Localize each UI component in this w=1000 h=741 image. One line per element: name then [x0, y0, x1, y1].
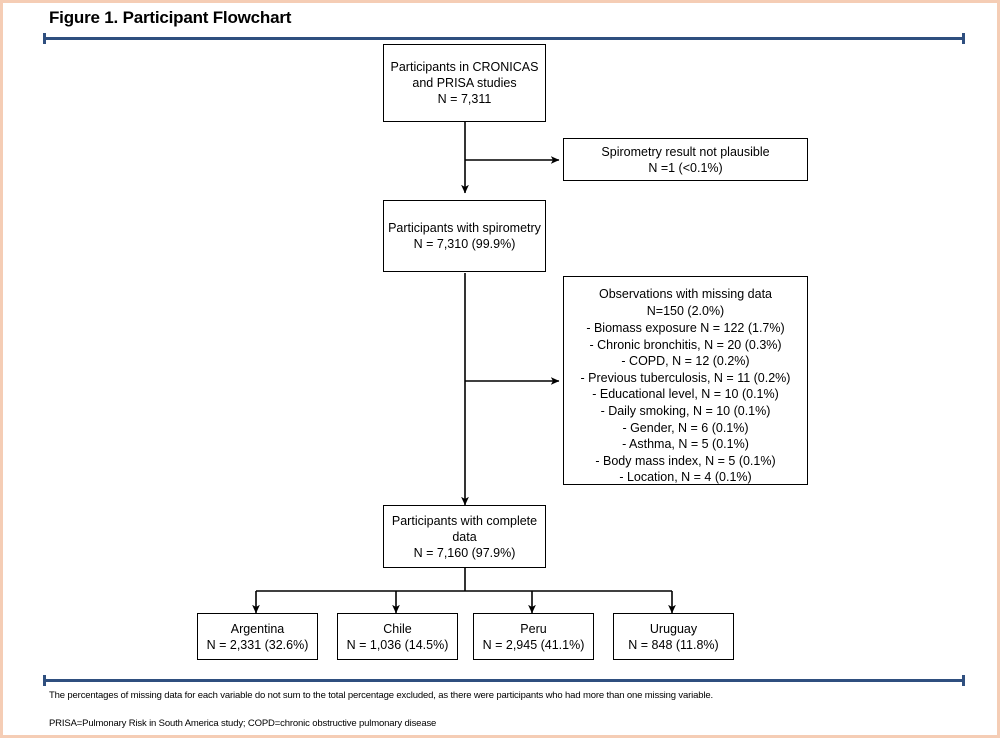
missing-data-item: - Biomass exposure N = 122 (1.7%)	[586, 321, 785, 335]
header-rule-left-cap	[43, 33, 46, 44]
header-rule-right-cap	[962, 33, 965, 44]
country-count-argentina: N = 2,331 (32.6%)	[206, 637, 309, 652]
country-name-argentina: Argentina	[230, 621, 285, 636]
participants-complete-data-line-1: Participants with complete	[391, 513, 538, 528]
header-rule	[43, 37, 965, 40]
country-box-argentina: Argentina N = 2,331 (32.6%)	[197, 613, 318, 660]
observations-missing-data-box: Observations with missing data N=150 (2.…	[563, 276, 808, 485]
country-name-peru: Peru	[520, 621, 547, 636]
missing-data-item: - Body mass index, N = 5 (0.1%)	[595, 453, 776, 468]
participants-with-spirometry-box: Participants with spirometry N = 7,310 (…	[383, 200, 546, 272]
participants-complete-data-box: Participants with complete data N = 7,16…	[383, 505, 546, 568]
spirometry-not-plausible-box: Spirometry result not plausible N =1 (<0…	[563, 138, 808, 181]
participants-source-line-2: and PRISA studies	[412, 76, 517, 90]
missing-data-item: - Daily smoking, N = 10 (0.1%)	[600, 403, 771, 418]
participants-source-box: Participants in CRONICAS and PRISA studi…	[383, 44, 546, 122]
missing-data-item: - Chronic bronchitis, N = 20 (0.3%)	[589, 337, 782, 352]
missing-data-item: - Previous tuberculosis, N = 11 (0.2%)	[580, 370, 791, 385]
missing-data-item: - Asthma, N = 5 (0.1%)	[622, 437, 749, 452]
footnote-abbreviations: PRISA=Pulmonary Risk in South America st…	[49, 718, 437, 729]
participants-source-line-3: N = 7,311	[437, 92, 492, 106]
missing-data-header-line-2: N=150 (2.0%)	[646, 304, 725, 318]
missing-data-item: - Gender, N = 6 (0.1%)	[622, 420, 749, 435]
participants-complete-data-line-2: data	[452, 529, 477, 544]
participants-source-line-1: Participants in CRONICAS	[390, 60, 539, 74]
spirometry-not-plausible-line-1: Spirometry result not plausible	[601, 144, 770, 159]
participants-complete-data-line-3: N = 7,160 (97.9%)	[413, 545, 516, 560]
footer-rule-left-cap	[43, 675, 46, 686]
missing-data-item: - COPD, N = 12 (0.2%)	[621, 354, 750, 369]
missing-data-item: - Educational level, N = 10 (0.1%)	[592, 387, 779, 402]
footnote-missing-data: The percentages of missing data for each…	[49, 690, 713, 701]
country-count-peru: N = 2,945 (41.1%)	[482, 637, 585, 652]
spirometry-not-plausible-line-2: N =1 (<0.1%)	[648, 160, 723, 175]
figure-canvas: Figure 1. Participant Flowchart	[3, 3, 1000, 741]
country-count-uruguay: N = 848 (11.8%)	[628, 637, 719, 652]
country-name-chile: Chile	[383, 621, 412, 636]
country-box-peru: Peru N = 2,945 (41.1%)	[473, 613, 594, 660]
country-box-chile: Chile N = 1,036 (14.5%)	[337, 613, 458, 660]
page-title: Figure 1. Participant Flowchart	[49, 8, 292, 27]
participants-with-spirometry-line-2: N = 7,310 (99.9%)	[413, 237, 516, 251]
country-box-uruguay: Uruguay N = 848 (11.8%)	[613, 613, 734, 660]
missing-data-item: - Location, N = 4 (0.1%)	[619, 470, 752, 485]
country-name-uruguay: Uruguay	[649, 621, 698, 636]
footer-rule-right-cap	[962, 675, 965, 686]
flow-connectors	[252, 121, 676, 614]
country-count-chile: N = 1,036 (14.5%)	[346, 637, 449, 652]
participants-with-spirometry-line-1: Participants with spirometry	[388, 221, 541, 235]
missing-data-header-line-1: Observations with missing data	[599, 287, 772, 301]
footer-rule	[43, 679, 965, 682]
